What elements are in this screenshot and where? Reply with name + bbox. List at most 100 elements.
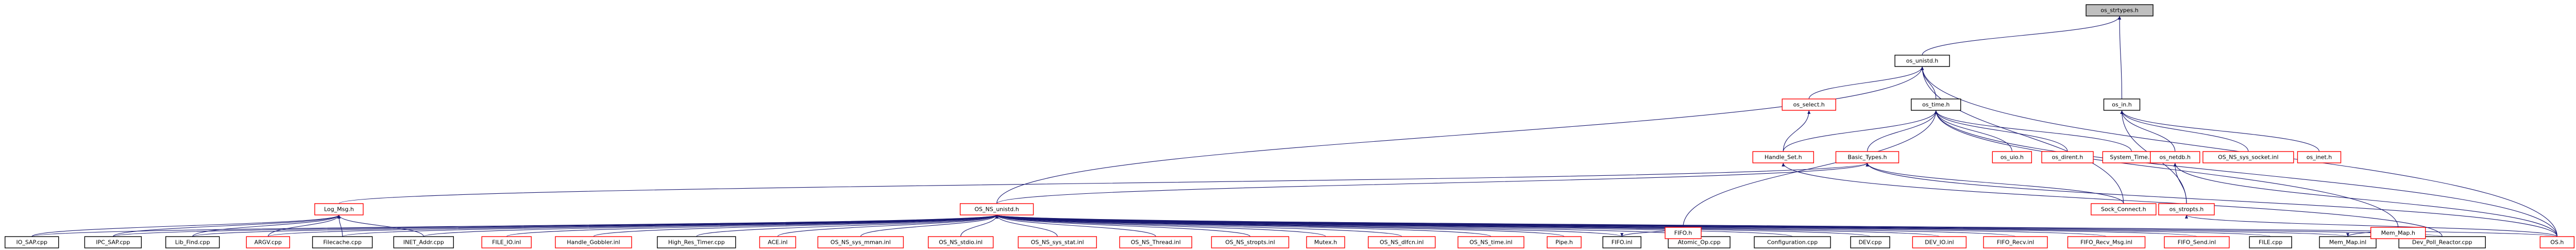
edge-os_unistd_h-to-os_strtypes_h [1922, 15, 2122, 56]
edge-sock_connect_h-to-os_unistd_h [1920, 66, 2124, 204]
node-file-cpp[interactable]: FILE.cpp [2249, 236, 2292, 248]
node-os-select-h: os_select.h [1782, 98, 1836, 111]
node-high-res-timer-cpp[interactable]: High_Res_Timer.cpp [657, 236, 736, 248]
edge-os_h-to-os_netdb_h [2173, 162, 2557, 237]
node-pipe-h: Pipe.h [1547, 236, 1582, 248]
node-label: FILE_IO.inl [492, 239, 521, 246]
node-box [2103, 98, 2141, 111]
node-os-ns-sys-mman-inl: OS_NS_sys_mman.inl [817, 236, 904, 248]
node-label: FIFO_Send.inl [2178, 239, 2216, 246]
node-box [1602, 236, 1641, 248]
node-ipc-sap-cpp[interactable]: IPC_SAP.cpp [84, 236, 142, 248]
node-label: Mutex.h [1314, 239, 1337, 246]
edge-lib_find_cpp-to-log_msg_h [192, 214, 341, 237]
edge-log_msg_h-to-basic_types_h [338, 162, 1869, 204]
node-configuration-cpp[interactable]: Configuration.cpp [1754, 236, 1831, 248]
node-file-io-inl: FILE_IO.inl [481, 236, 532, 248]
edge-ace_inl-to-os_ns_unistd_h [777, 214, 998, 237]
node-label: Log_Msg.h [324, 206, 354, 213]
node-mutex-h: Mutex.h [1306, 236, 1345, 248]
node-mem-map-inl[interactable]: Mem_Map.inl [2319, 236, 2377, 248]
node-box [2202, 151, 2294, 163]
node-box [1850, 236, 1890, 248]
node-os-netdb-h: os_netdb.h [2150, 151, 2200, 163]
node-box [312, 236, 373, 248]
node-label: OS_NS_unistd.h [974, 206, 1019, 213]
node-box [2319, 236, 2377, 248]
node-label: os_in.h [2112, 102, 2131, 108]
node-dev-cpp[interactable]: DEV.cpp [1850, 236, 1890, 248]
node-box [5, 236, 59, 248]
edge-os_h-to-os_stropts_h [2185, 214, 2557, 237]
node-inet-addr-cpp[interactable]: INET_Addr.cpp [393, 236, 454, 248]
edge-os_inet_h-to-os_in_h [2120, 110, 2320, 152]
node-box [314, 203, 364, 215]
node-label: Pipe.h [1555, 239, 1573, 246]
node-label: os_inet.h [2307, 154, 2332, 161]
node-label: OS_NS_sys_stat.inl [1031, 239, 1084, 246]
node-box [1368, 236, 1436, 248]
node-filecache-cpp[interactable]: Filecache.cpp [312, 236, 373, 248]
node-label: os_unistd.h [1906, 58, 1938, 64]
edge-os_ns_time_inl-to-os_ns_unistd_h [995, 214, 1492, 237]
node-label: OS.h [2550, 239, 2564, 246]
node-os-unistd-h[interactable]: os_unistd.h [1894, 55, 1950, 67]
node-box [1547, 236, 1582, 248]
node-os-uio-h: os_uio.h [1992, 151, 2032, 163]
edge-ipc_sap_cpp-to-log_msg_h [112, 214, 341, 237]
node-label: OS_NS_stropts.inl [1225, 239, 1275, 246]
node-box [1754, 236, 1831, 248]
node-label: ARGV.cpp [255, 239, 282, 246]
edge-os_select_h-to-os_unistd_h [1808, 66, 1924, 99]
edge-ipc_sap_cpp-to-os_ns_unistd_h [112, 214, 998, 237]
edge-os_h-to-basic_types_h [1866, 162, 2557, 237]
node-label: os_uio.h [2001, 154, 2024, 161]
node-os-time-h[interactable]: os_time.h [1910, 98, 1961, 111]
node-label: DEV.cpp [1858, 239, 1882, 246]
node-mem-map-h: Mem_Map.h [2370, 227, 2426, 239]
node-box [2158, 203, 2215, 215]
node-log-msg-h: Log_Msg.h [314, 203, 364, 215]
node-label: os_netdb.h [2160, 154, 2191, 161]
node-lib-find-cpp[interactable]: Lib_Find.cpp [165, 236, 220, 248]
node-os-strtypes-h: os_strtypes.h [2086, 4, 2154, 16]
node-box [1992, 151, 2032, 163]
edge-os_ns_sys_socket_inl-to-os_in_h [2120, 110, 2249, 152]
edge-dev_poll_reactor_cpp-to-handle_set_h [1782, 162, 2443, 237]
node-box [959, 203, 1034, 215]
edge-os_ns_dlfcn_inl-to-os_ns_unistd_h [995, 214, 1402, 237]
node-label: Atomic_Op.cpp [1678, 239, 1721, 246]
node-os-ns-stdio-inl: OS_NS_stdio.inl [928, 236, 994, 248]
edge-io_sap_cpp-to-log_msg_h [31, 214, 341, 237]
node-dev-poll-reactor-cpp[interactable]: Dev_Poll_Reactor.cpp [2398, 236, 2486, 248]
node-label: System_Time.h [2110, 154, 2153, 161]
node-fifo-inl[interactable]: FIFO.inl [1602, 236, 1641, 248]
edge-os_netdb_h-to-os_in_h [2120, 110, 2176, 152]
node-fifo-recv-inl: FIFO_Recv.inl [1983, 236, 2048, 248]
node-fifo-send-inl: FIFO_Send.inl [2164, 236, 2230, 248]
node-label: os_stropts.h [2170, 206, 2204, 213]
edge-argv_cpp-to-log_msg_h [267, 214, 341, 237]
node-label: FIFO.inl [1612, 239, 1633, 246]
node-os-inet-h: os_inet.h [2297, 151, 2342, 163]
node-io-sap-cpp[interactable]: IO_SAP.cpp [5, 236, 59, 248]
node-label: FIFO_Recv.inl [1997, 239, 2034, 246]
node-box [2297, 151, 2342, 163]
edge-lib_find_cpp-to-os_ns_unistd_h [192, 214, 998, 237]
node-label: os_time.h [1922, 102, 1950, 108]
node-os-ns-sys-stat-inl: OS_NS_sys_stat.inl [1018, 236, 1097, 248]
edge-inet_addr_cpp-to-os_ns_unistd_h [423, 214, 998, 237]
node-label: OS_NS_time.inl [1469, 239, 1512, 246]
edge-filecache_cpp-to-os_ns_unistd_h [342, 214, 998, 237]
node-label: os_dirent.h [2052, 154, 2083, 161]
node-box [1665, 227, 1702, 239]
edge-os_h-to-os_time_h [1934, 110, 2557, 237]
node-label: OS_NS_sys_socket.inl [2218, 154, 2278, 161]
node-box [657, 236, 736, 248]
node-label: Filecache.cpp [323, 239, 362, 246]
node-os-in-h[interactable]: os_in.h [2103, 98, 2141, 111]
node-box [84, 236, 142, 248]
node-system-time-h: System_Time.h [2102, 151, 2161, 163]
node-box [2150, 151, 2200, 163]
